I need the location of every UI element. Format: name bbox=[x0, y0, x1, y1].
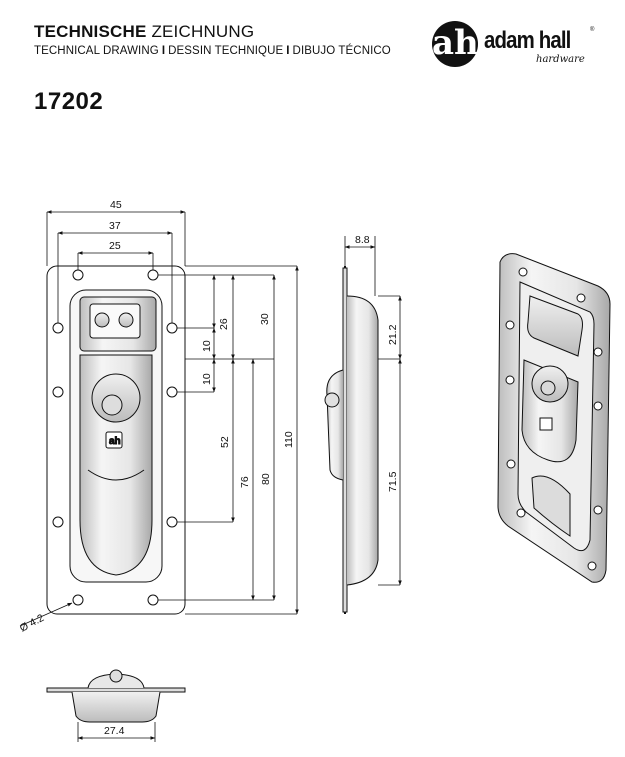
iso-lever-button-boss bbox=[540, 380, 556, 396]
mounting-hole bbox=[52, 386, 64, 398]
side-flange-face bbox=[342, 267, 348, 613]
brand-registered: ® bbox=[590, 27, 595, 33]
mounting-hole bbox=[72, 594, 84, 606]
bottom-view bbox=[46, 669, 186, 742]
side-button-profile bbox=[324, 392, 340, 408]
iso-logo-badge bbox=[539, 417, 553, 431]
dim-label-37: 37 bbox=[109, 220, 121, 232]
front-view: ah bbox=[19, 210, 299, 627]
bottom-dim-labels: 27.4 bbox=[104, 725, 125, 737]
mounting-holes bbox=[52, 269, 178, 606]
iso-mounting-hole bbox=[505, 375, 515, 385]
bottom-button-profile bbox=[109, 669, 123, 683]
mounting-hole bbox=[166, 516, 178, 528]
iso-mounting-hole bbox=[593, 347, 603, 357]
brand-mark-icon: ah bbox=[432, 21, 479, 67]
hole-diameter-leader bbox=[19, 602, 73, 627]
bottom-flange-face bbox=[46, 687, 186, 693]
iso-mounting-hole bbox=[505, 320, 515, 330]
iso-mounting-hole bbox=[576, 293, 586, 303]
dim-label-110: 110 bbox=[283, 431, 295, 448]
dim-label-76: 76 bbox=[239, 476, 251, 488]
iso-mounting-hole bbox=[593, 505, 603, 515]
iso-handle-slot bbox=[531, 475, 571, 537]
dim-label-21-2: 21.2 bbox=[387, 324, 399, 345]
lever-logo-mark: ah bbox=[109, 436, 121, 447]
front-horizontal-dims bbox=[46, 210, 186, 323]
side-dim-labels: 8.8 21.2 71.5 bbox=[355, 234, 399, 492]
mounting-hole bbox=[52, 516, 64, 528]
dim-label-30: 30 bbox=[259, 313, 271, 325]
subtitle-en: TECHNICAL DRAWING bbox=[34, 45, 159, 57]
dim-label-80: 80 bbox=[260, 473, 272, 485]
brand-logo: ah adam hall hardware ® bbox=[432, 17, 602, 73]
brand-tagline: hardware bbox=[536, 54, 585, 65]
mounting-hole bbox=[166, 386, 178, 398]
dim-label-27-4: 27.4 bbox=[104, 725, 125, 737]
front-vertical-dims bbox=[158, 265, 299, 615]
subtitle-es: DIBUJO TÉCNICO bbox=[292, 45, 391, 57]
subtitle-separator: I bbox=[161, 45, 166, 57]
hinge-rivet-left bbox=[94, 312, 110, 328]
mounting-hole bbox=[72, 269, 84, 281]
title-rest: ZEICHNUNG bbox=[146, 22, 255, 41]
dim-label-71-5: 71.5 bbox=[387, 471, 399, 492]
drawing-title: TECHNISCHE ZEICHNUNG bbox=[34, 22, 254, 42]
mounting-hole bbox=[52, 322, 64, 334]
lever-button-boss bbox=[101, 394, 123, 416]
mounting-hole bbox=[166, 322, 178, 334]
iso-mounting-hole bbox=[593, 401, 603, 411]
mounting-hole bbox=[147, 594, 159, 606]
iso-mounting-hole bbox=[516, 508, 526, 518]
side-recess-profile bbox=[346, 295, 379, 586]
lever-shading bbox=[87, 469, 145, 481]
dim-label-52: 52 bbox=[219, 436, 231, 448]
dim-label-10b: 10 bbox=[201, 373, 213, 385]
bottom-recess-profile bbox=[71, 691, 161, 723]
dim-label-26: 26 bbox=[218, 318, 230, 330]
mounting-hole bbox=[147, 269, 159, 281]
dim-label-45: 45 bbox=[110, 199, 122, 211]
subtitle-fr: DESSIN TECHNIQUE bbox=[168, 45, 284, 57]
dim-label-10a: 10 bbox=[201, 340, 213, 352]
side-lever-profile bbox=[326, 369, 344, 481]
brand-name: adam hall bbox=[484, 27, 571, 54]
hinge-rivet-right bbox=[118, 312, 134, 328]
title-bold: TECHNISCHE bbox=[34, 22, 147, 41]
hinge-tab bbox=[89, 303, 141, 339]
iso-hinge bbox=[527, 295, 583, 357]
subtitle-separator: I bbox=[286, 45, 290, 57]
isometric-view bbox=[497, 253, 611, 583]
iso-mounting-hole bbox=[506, 459, 516, 469]
part-number: 17202 bbox=[34, 88, 104, 115]
dim-label-25: 25 bbox=[109, 240, 121, 252]
iso-mounting-holes bbox=[505, 267, 603, 571]
side-view bbox=[324, 236, 402, 614]
iso-mounting-hole bbox=[587, 561, 597, 571]
iso-mounting-hole bbox=[518, 267, 528, 277]
lever-logo-badge bbox=[105, 431, 123, 449]
dim-label-8-8: 8.8 bbox=[355, 234, 370, 246]
dim-label-hole-diameter: Ø 4.2 bbox=[18, 612, 46, 635]
